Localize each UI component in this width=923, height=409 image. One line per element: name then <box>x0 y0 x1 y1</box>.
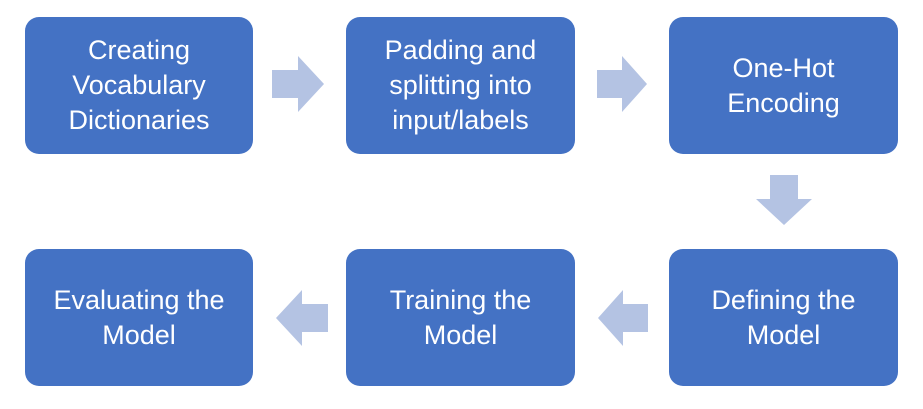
step-label-line: Encoding <box>727 87 840 118</box>
arrow-shape <box>598 290 648 346</box>
step-label-line: Creating <box>87 35 191 65</box>
step-evaluating-the-model: Evaluating the Model <box>25 249 253 386</box>
down-arrow-icon <box>756 175 812 225</box>
step-label-line: input/labels <box>392 105 529 135</box>
step-label-line: Dictionaries <box>68 105 210 135</box>
step-label-line: splitting into <box>389 70 532 100</box>
arrow-shape <box>756 175 812 225</box>
step-training-the-model: Training the Model <box>346 249 575 386</box>
step-label-line: Defining the <box>711 284 856 315</box>
step-label-line: Model <box>102 319 176 350</box>
right-arrow-icon <box>272 56 324 112</box>
step-padding-and-splitting: Padding and splitting into input/labels <box>346 17 575 154</box>
step-one-hot-encoding: One-Hot Encoding <box>669 17 898 154</box>
step-label-line: Model <box>746 319 821 350</box>
left-arrow-icon <box>276 290 328 346</box>
arrow-shape <box>597 56 647 112</box>
step-creating-vocabulary-dictionaries: Creating Vocabulary Dictionaries <box>25 17 253 154</box>
step-label-line: Evaluating the <box>53 284 225 315</box>
arrow-shape <box>276 290 328 346</box>
right-arrow-icon <box>597 56 647 112</box>
step-label-line: Model <box>423 319 498 350</box>
step-label-line: Padding and <box>384 35 537 65</box>
step-defining-the-model: Defining the Model <box>669 249 898 386</box>
step-label-line: Vocabulary <box>72 70 206 100</box>
arrow-shape <box>272 56 324 112</box>
step-label-line: Training the <box>389 284 532 315</box>
step-label-line: One-Hot <box>732 52 835 83</box>
left-arrow-icon <box>598 290 648 346</box>
